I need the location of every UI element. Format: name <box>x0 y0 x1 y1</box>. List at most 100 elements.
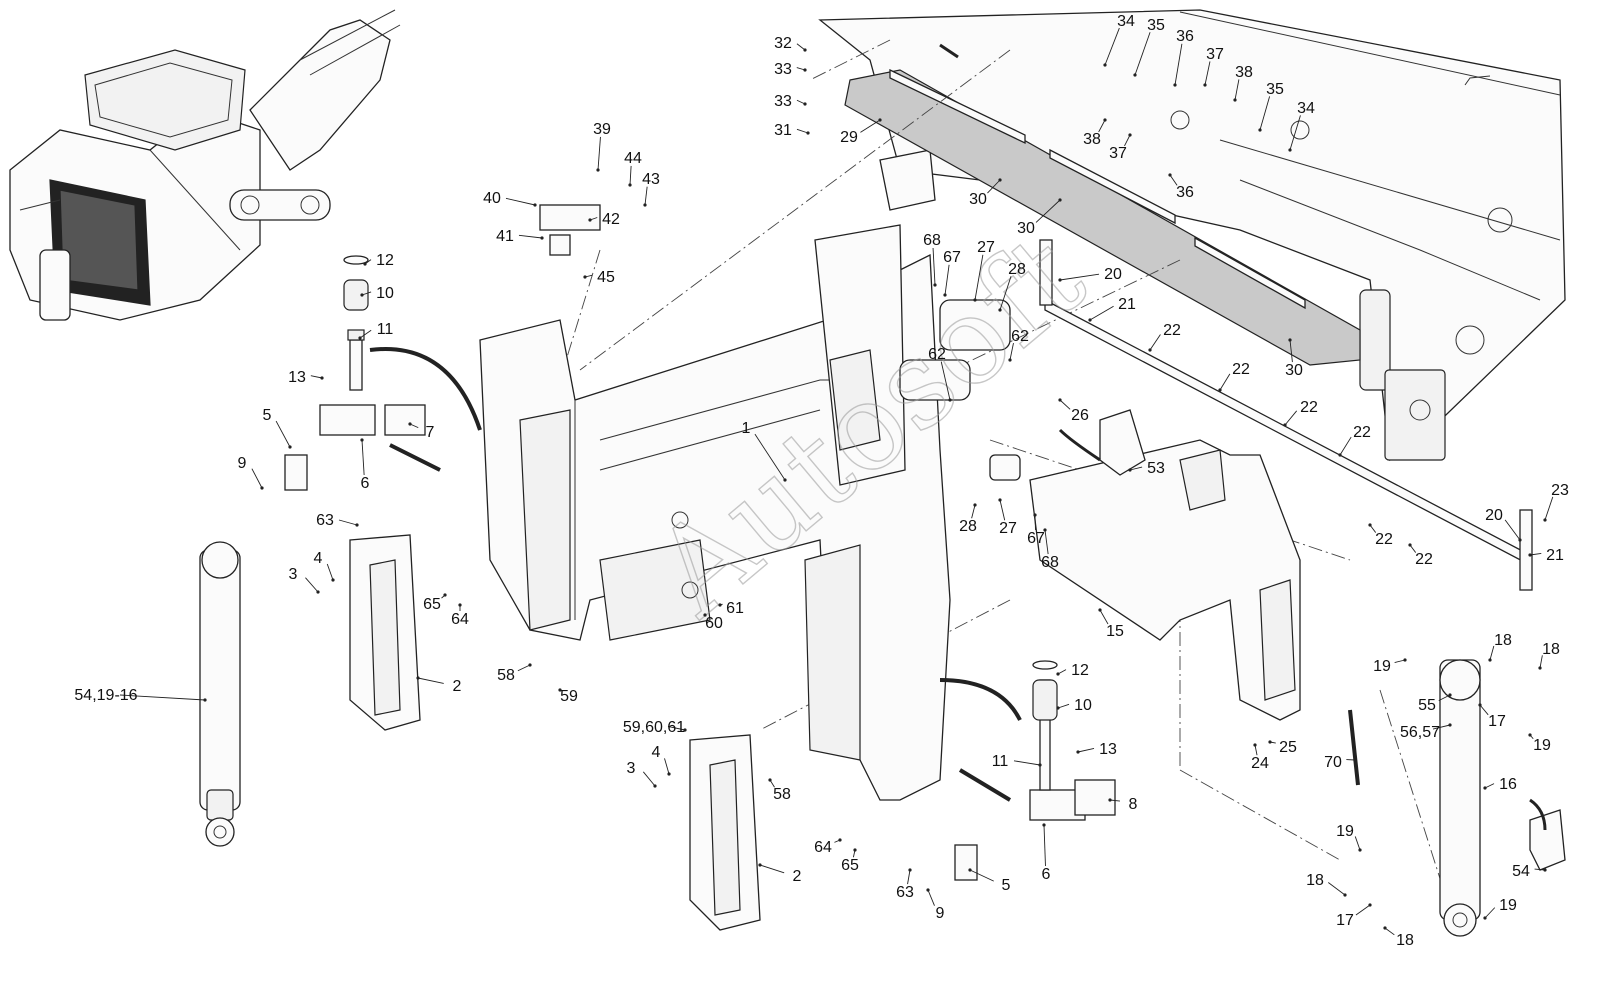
callout-dot <box>783 478 786 481</box>
callout-dot <box>973 503 976 506</box>
callout-dot <box>1343 893 1346 896</box>
callout-c9b: 9 <box>926 888 944 922</box>
callout-dot <box>998 308 1001 311</box>
callout-leader <box>645 187 647 205</box>
callout-leader <box>972 505 975 518</box>
callout-dot <box>360 293 363 296</box>
callout-dot <box>1448 693 1451 696</box>
callout-dot <box>1483 786 1486 789</box>
callout-dot <box>1528 553 1531 556</box>
callout-number: 13 <box>288 369 306 386</box>
callout-c63a: 63 <box>316 512 358 529</box>
callout-dot <box>1448 723 1451 726</box>
callout-c18a: 18 <box>1488 632 1512 662</box>
callout-c19d: 19 <box>1483 897 1517 920</box>
callout-number: 37 <box>1109 145 1127 162</box>
callout-number: 3 <box>289 566 298 583</box>
callout-c6a: 6 <box>360 438 369 492</box>
callout-dot <box>1288 338 1291 341</box>
callout-dot <box>355 523 358 526</box>
callout-number: 26 <box>1071 407 1089 424</box>
callout-dot <box>803 102 806 105</box>
callout-leader <box>276 421 290 447</box>
callout-c9a: 9 <box>238 455 264 490</box>
callout-number: 41 <box>496 228 514 245</box>
callout-dot <box>260 486 263 489</box>
machine-overview <box>10 10 400 320</box>
callout-number: 10 <box>376 285 394 302</box>
callout-number: 54 <box>1512 863 1530 880</box>
callout-leader <box>928 890 934 906</box>
callout-dot <box>806 131 809 134</box>
callout-number: 22 <box>1375 531 1393 548</box>
callout-number: 16 <box>1499 776 1517 793</box>
callout-dot <box>968 868 971 871</box>
callout-number: 22 <box>1163 322 1181 339</box>
callout-number: 19 <box>1533 737 1551 754</box>
callout-leader <box>418 678 444 683</box>
callout-c26: 26 <box>1058 398 1089 424</box>
callout-leader <box>598 137 600 170</box>
callout-c596061: 59,60,61 <box>623 719 687 736</box>
callout-dot <box>358 336 361 339</box>
callout-number: 3 <box>627 760 636 777</box>
callout-c70: 70 <box>1324 754 1356 771</box>
callout-leader <box>1545 497 1553 520</box>
callout-number: 22 <box>1353 424 1371 441</box>
callout-dot <box>1283 423 1286 426</box>
callout-dot <box>998 498 1001 501</box>
callout-c25: 25 <box>1268 739 1297 756</box>
callout-dot <box>1543 868 1546 871</box>
callout-number: 62 <box>928 346 946 363</box>
callout-dot <box>331 578 334 581</box>
callout-number: 2 <box>453 678 462 695</box>
callout-c65b: 65 <box>841 848 859 874</box>
callout-c58b: 58 <box>768 778 791 803</box>
callout-number: 43 <box>642 171 660 188</box>
callout-number: 17 <box>1488 713 1506 730</box>
guide-plate-left <box>350 535 420 730</box>
callout-dot <box>1148 348 1151 351</box>
callout-dot <box>643 203 646 206</box>
callout-dot <box>363 262 366 265</box>
callout-c2b: 2 <box>758 863 801 885</box>
callout-c22e: 22 <box>1368 523 1393 548</box>
callout-number: 34 <box>1117 13 1135 30</box>
hydraulic-cylinder-left <box>200 542 240 846</box>
callout-leader <box>1340 437 1351 455</box>
callout-number: 65 <box>423 596 441 613</box>
callout-dot <box>1168 173 1171 176</box>
callout-leader <box>1505 520 1520 540</box>
callout-dot <box>1253 743 1256 746</box>
callout-number: 53 <box>1147 460 1165 477</box>
callout-number: 10 <box>1074 697 1092 714</box>
callout-leader <box>630 166 631 185</box>
callout-number: 38 <box>1083 131 1101 148</box>
callout-c6b: 6 <box>1042 823 1051 883</box>
callout-dot <box>1483 916 1486 919</box>
callout-dot <box>1042 823 1045 826</box>
callout-c22c: 22 <box>1283 399 1318 427</box>
callout-dot <box>1103 118 1106 121</box>
callout-dot <box>320 376 323 379</box>
callout-dot <box>1076 750 1079 753</box>
callout-leader <box>1150 335 1160 350</box>
callout-c45: 45 <box>583 269 615 286</box>
callout-number: 59,60,61 <box>623 719 685 736</box>
callout-c60: 60 <box>703 613 723 632</box>
callout-leader <box>518 665 530 671</box>
callout-number: 18 <box>1306 872 1324 889</box>
callout-dot <box>1056 672 1059 675</box>
callout-c17b: 17 <box>1336 903 1371 929</box>
callout-dot <box>1528 733 1531 736</box>
callout-c65a: 65 <box>423 593 446 613</box>
callout-number: 54,19-16 <box>74 687 137 704</box>
callout-number: 19 <box>1336 823 1354 840</box>
callout-number: 56,57 <box>1400 724 1440 741</box>
callout-dot <box>1058 398 1061 401</box>
callout-number: 35 <box>1266 81 1284 98</box>
callout-c44: 44 <box>624 150 642 187</box>
callout-c17a: 17 <box>1478 703 1506 730</box>
callout-dot <box>1368 523 1371 526</box>
